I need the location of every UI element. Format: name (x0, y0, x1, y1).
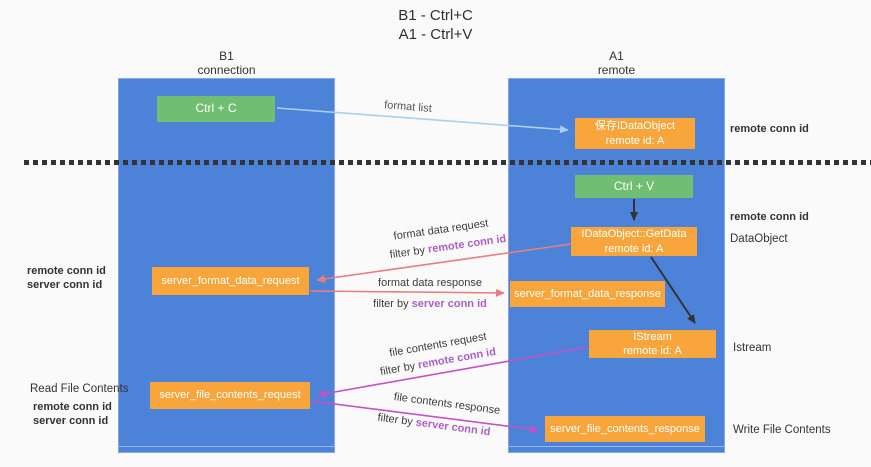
filter-by-text: filter by (389, 243, 429, 262)
node-save-idataobject-line2: remote id: A (605, 134, 665, 147)
right-label-remote-conn-id-top: remote conn id (730, 123, 809, 135)
lane-header-a1: A1 remote (508, 49, 725, 77)
edge-label-format-data-response-filter: filter by server conn id (373, 298, 487, 310)
node-server-format-data-request-label: server_format_data_request (161, 274, 300, 287)
dashed-divider-line (24, 160, 871, 165)
node-ctrl-v: Ctrl + V (575, 175, 693, 198)
lane-a1-subtitle: remote (597, 63, 636, 77)
arrow-format-data-response (309, 288, 505, 297)
edge-label-format-data-response: format data response (378, 277, 482, 289)
edge-label-file-contents-response: file contents response (393, 391, 501, 417)
right-label-istream: Istream (733, 342, 772, 354)
lane-b1-footer (119, 446, 334, 447)
node-ctrl-c: Ctrl + C (157, 96, 275, 122)
diagram-title: B1 - Ctrl+C A1 - Ctrl+V (0, 6, 871, 44)
right-label-remote-conn-id-mid: remote conn id (730, 211, 809, 223)
node-server-file-contents-request: server_file_contents_request (150, 382, 310, 409)
lane-a1-footer (509, 446, 724, 447)
node-server-file-contents-response: server_file_contents_response (545, 416, 705, 442)
node-server-format-data-request: server_format_data_request (152, 267, 309, 295)
edge-label-file-contents-response-filter: filter by server conn id (377, 412, 491, 439)
node-server-format-data-response: server_format_data_response (510, 281, 665, 307)
node-istream-line2: remote id: A (623, 345, 682, 357)
lane-header-b1: B1 connection (118, 49, 335, 77)
edge-label-format-list: format list (383, 99, 433, 115)
server-conn-id-text: server conn id (415, 416, 492, 439)
left-label-remote-conn-id-bottom: remote conn id (33, 401, 112, 413)
lane-a1-name: A1 (609, 49, 624, 63)
lane-b1-subtitle: connection (197, 63, 256, 77)
node-server-file-contents-response-label: server_file_contents_response (550, 422, 700, 435)
right-label-write-file-contents: Write File Contents (733, 424, 831, 436)
left-label-remote-conn-id-top: remote conn id (27, 265, 106, 277)
left-label-read-file-contents: Read File Contents (30, 383, 129, 395)
left-label-server-conn-id-bottom: server conn id (33, 415, 109, 427)
node-ctrl-c-label: Ctrl + C (195, 101, 237, 116)
left-label-server-conn-id-top: server conn id (27, 279, 103, 291)
server-conn-id-text: server conn id (411, 298, 487, 310)
title-line-2: A1 - Ctrl+V (398, 26, 473, 43)
node-istream: IStream remote id: A (589, 330, 716, 358)
filter-by-text: filter by (379, 359, 420, 379)
node-getdata-line2: remote id: A (604, 242, 664, 255)
title-line-1: B1 - Ctrl+C (398, 7, 473, 24)
right-label-dataobject: DataObject (730, 233, 788, 245)
node-getdata-line1: IDataObject::GetData (581, 228, 687, 241)
node-ctrl-v-label: Ctrl + V (613, 178, 655, 193)
node-save-idataobject-line1: 保存IDataObject (594, 120, 676, 133)
node-save-idataobject: 保存IDataObject remote id: A (575, 118, 695, 149)
node-istream-line1: IStream (633, 330, 672, 343)
node-idataobject-getdata: IDataObject::GetData remote id: A (571, 227, 697, 256)
node-server-file-contents-request-label: server_file_contents_request (159, 389, 301, 402)
node-server-format-data-response-label: server_format_data_response (514, 287, 661, 300)
filter-by-text: filter by (373, 298, 412, 310)
filter-by-text: filter by (376, 411, 417, 429)
lane-b1-name: B1 (219, 49, 234, 63)
